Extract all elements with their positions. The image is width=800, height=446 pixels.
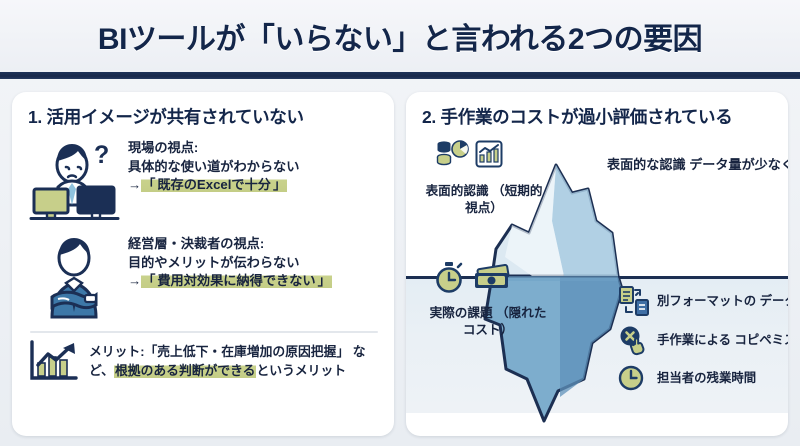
list-item: 別フォーマットの データ統合 <box>618 285 788 317</box>
list-item: 担当者の残業時間 <box>618 363 788 393</box>
right-panel-card: 2. 手作業のコストが過小評価されている <box>406 92 788 436</box>
businessman-arms-crossed-icon <box>28 233 120 319</box>
field-view-quote-line: →「既存のExcelで十分」 <box>128 176 299 195</box>
merit-line-2-highlight: 根拠のある判断ができる <box>113 363 257 378</box>
money-cash-icon <box>472 263 512 291</box>
surface-label: 表面的認識 （短期的視点） <box>424 183 544 217</box>
cost-item-1-line-1: 別フォーマットの <box>657 293 757 308</box>
cost-item-3-line-1: 担当者の残業時間 <box>657 370 757 385</box>
left-panel-heading: 1. 活用イメージが共有されていない <box>28 107 304 127</box>
list-item-text: 手作業による コピペミスの修正 <box>657 332 788 348</box>
field-view-quote-close: 」 <box>271 177 288 193</box>
left-block-executive-view-text: 経営層・決裁者の視点: 目的やメリットが伝わらない →「費用対効果に納得できない… <box>128 233 332 291</box>
field-view-arrow: → <box>128 177 142 193</box>
title-divider-bar <box>0 72 800 79</box>
iceberg-illustration <box>472 129 668 429</box>
list-item-text: 担当者の残業時間 <box>657 370 756 386</box>
database-piechart-icon <box>436 139 470 169</box>
page-title: BIツールが「いらない」と言われる2つの要因 <box>97 23 703 56</box>
title-zone: BIツールが「いらない」と言われる2つの要因 <box>0 0 800 72</box>
hidden-cost-list: 別フォーマットの データ統合 手 <box>618 285 788 393</box>
executive-view-arrow: → <box>128 273 142 289</box>
iceberg-diagram: 表面的認識 （短期的視点） 表面的な認識 データ量が少なく見える →「人力の方が… <box>406 137 788 436</box>
left-panel-divider <box>30 331 378 333</box>
left-block-field-view-text: 現場の視点: 具体的な使い道がわからない →「既存のExcelで十分」 <box>128 137 299 195</box>
executive-view-quote-line: →「費用対効果に納得できない」 <box>128 272 332 291</box>
surface-label-line-1: 表面的認識 <box>425 184 489 198</box>
left-panel-card: 1. 活用イメージが共有されていない ? <box>12 92 394 436</box>
executive-view-quote: 費用対効果に納得できない <box>156 273 317 289</box>
field-view-quote: 既存のExcelで十分 <box>156 177 272 193</box>
executive-view-quote-open: 「 <box>141 273 157 289</box>
executive-view-detail: 目的やメリットが伝わらない <box>128 254 300 270</box>
growth-bar-chart-icon <box>28 339 80 383</box>
surface-note-line-1: 表面的な認識 <box>607 157 686 172</box>
executive-view-label: 経営層・決裁者の視点: <box>128 236 265 251</box>
hidden-cost-label-line-2: （隠れたコスト） <box>462 306 547 337</box>
merit-line-2-pre: など、 <box>89 343 366 378</box>
cost-item-2-line-2: コピペミスの修正 <box>734 332 788 347</box>
hidden-cost-icons-group <box>434 261 512 293</box>
merit-line-2: など、根拠のある判断ができるというメリット <box>89 344 366 378</box>
field-view-detail: 具体的な使い道がわからない <box>128 158 300 174</box>
hidden-cost-label-line-1: 実際の課題 <box>429 306 493 320</box>
document-transfer-icon <box>618 285 650 317</box>
list-item-text: 別フォーマットの データ統合 <box>657 293 788 309</box>
right-panel-heading: 2. 手作業のコストが過小評価されている <box>422 107 733 127</box>
hidden-cost-label: 実際の課題 （隠れたコスト） <box>424 305 552 339</box>
merit-line-1: メリット:「売上低下・在庫増加の原因把握」 <box>89 343 350 359</box>
stopwatch-icon <box>434 261 464 293</box>
surface-label-line-2: （短期的視点） <box>465 184 543 215</box>
surface-icons-group <box>436 139 503 169</box>
merit-line-2-post: というメリット <box>256 363 347 378</box>
bar-line-chart-icon <box>475 140 503 168</box>
list-item: 手作業による コピペミスの修正 <box>618 324 788 356</box>
cost-item-1-line-2: データ統合 <box>759 293 788 308</box>
left-block-executive-view: 経営層・決裁者の視点: 目的やメリットが伝わらない →「費用対効果に納得できない… <box>28 233 380 319</box>
worried-person-at-computer-icon: ? <box>28 137 120 221</box>
cost-item-2-line-1: 手作業による <box>657 332 731 347</box>
error-hand-click-icon <box>618 324 650 356</box>
svg-text:?: ? <box>94 141 109 169</box>
field-view-label: 現場の視点: <box>128 140 199 155</box>
left-merit-row: メリット:「売上低下・在庫増加の原因把握」 など、根拠のある判断ができるというメ… <box>28 339 380 383</box>
panels-container: 1. 活用イメージが共有されていない ? <box>0 79 800 446</box>
left-merit-text: メリット:「売上低下・在庫増加の原因把握」 など、根拠のある判断ができるというメ… <box>89 342 380 380</box>
executive-view-quote-close: 」 <box>316 273 332 289</box>
clock-moon-overtime-icon <box>618 363 650 393</box>
field-view-quote-open: 「 <box>141 177 157 193</box>
surface-note-line-2: データ量が少なく見える <box>689 157 788 172</box>
surface-note: 表面的な認識 データ量が少なく見える →「人力の方がコスパが良い」 <box>607 155 788 174</box>
left-block-field-view: ? 現場の視点: <box>28 137 380 221</box>
